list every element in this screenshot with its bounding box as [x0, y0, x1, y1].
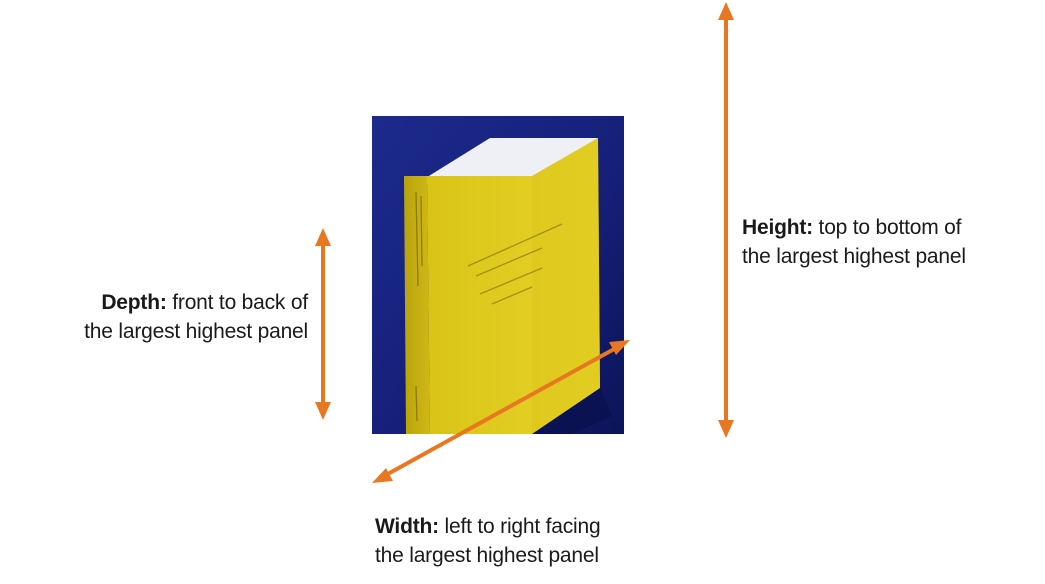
height-label: Height: top to bottom of the largest hig…: [742, 213, 966, 271]
depth-label-line1: Depth: front to back of: [12, 288, 308, 317]
width-description-1: left to right facing: [439, 515, 601, 538]
height-description-2: the largest highest panel: [742, 242, 966, 271]
height-term: Height:: [742, 216, 813, 239]
depth-description-2: the largest highest panel: [12, 317, 308, 346]
depth-description-1: front to back of: [167, 291, 308, 314]
height-label-line1: Height: top to bottom of: [742, 213, 966, 242]
width-term: Width:: [375, 515, 439, 538]
depth-label: Depth: front to back of the largest high…: [12, 288, 308, 346]
height-arrow: [718, 2, 734, 438]
depth-arrow: [315, 228, 331, 420]
width-label-line1: Width: left to right facing: [375, 512, 600, 541]
width-description-2: the largest highest panel: [375, 541, 600, 570]
width-arrow: [372, 340, 630, 483]
depth-term: Depth:: [101, 291, 166, 314]
height-description-1: top to bottom of: [813, 216, 961, 239]
width-label: Width: left to right facing the largest …: [375, 512, 600, 570]
